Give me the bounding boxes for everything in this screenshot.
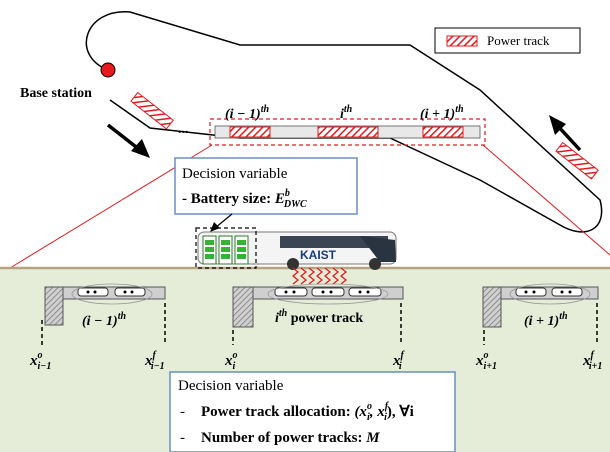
zoom-segment-outline: [209, 118, 486, 146]
bus-brand: KAIST: [300, 248, 337, 262]
detail-track-prev: [44, 283, 166, 326]
decision-bottom-item-2: Number of power tracks: M: [201, 430, 380, 446]
battery-icon: [202, 235, 249, 265]
bus-route-path: [85, 11, 603, 233]
legend-label: Power track: [487, 33, 550, 48]
route-track-prev: [229, 126, 271, 138]
decision-top-title: Decision variable: [182, 166, 288, 182]
battery-highlight-box: [195, 227, 257, 269]
route-ellipsis: ...: [178, 122, 189, 137]
decision-box-top: [174, 157, 358, 215]
extent-markers: [41, 303, 598, 345]
base-station-marker: [100, 62, 116, 78]
detail-label-current: ith power track: [275, 308, 363, 326]
route-power-track-right: [555, 141, 599, 180]
direction-arrow-left: [106, 123, 150, 158]
route-power-track-left: [130, 91, 174, 130]
battery-pointer-head: [210, 222, 220, 232]
route-track-label-next: (i + 1)th: [420, 104, 464, 122]
base-station-label: Base station: [20, 86, 92, 101]
detail-label-prev: (i − 1)th: [82, 311, 126, 329]
direction-arrow-right: [549, 115, 582, 152]
zoom-line-right: [482, 144, 610, 256]
decision-bottom-bullet-1: -: [180, 404, 185, 420]
detail-track-current: [232, 283, 404, 328]
decision-box-bottom: [169, 371, 456, 452]
battery-pointer: [214, 213, 233, 229]
route-track-current: [317, 126, 379, 138]
route-track-next: [422, 126, 464, 138]
detail-label-next: (i + 1)th: [524, 311, 568, 329]
decision-bottom-title: Decision variable: [178, 378, 284, 394]
route-track-label-current: ith: [340, 104, 353, 122]
route-track-label-prev: (i − 1)th: [225, 104, 269, 122]
wireless-charging-icon: [291, 267, 348, 285]
detail-track-next: [482, 283, 599, 328]
decision-bottom-bullet-2: -: [180, 430, 185, 446]
legend-hatch-swatch: [446, 35, 478, 47]
